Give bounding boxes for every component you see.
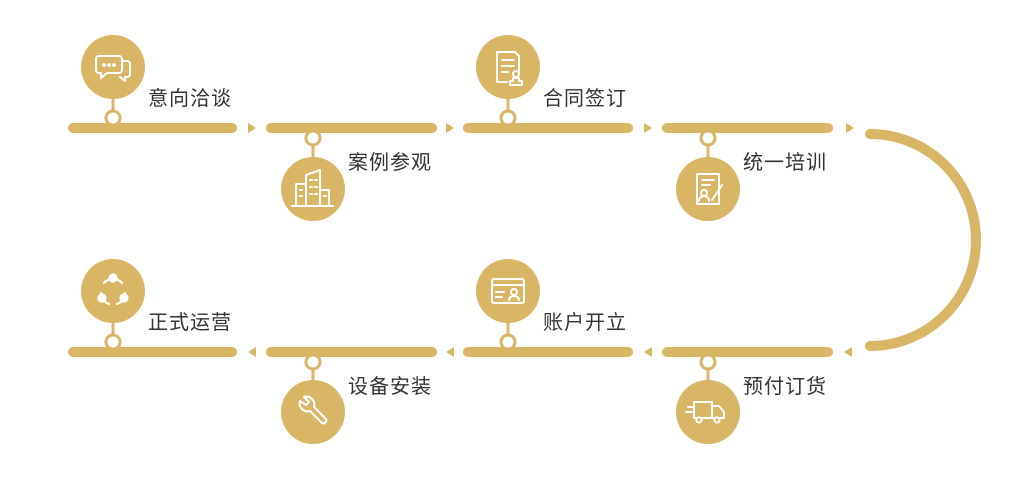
- connector-dot: [104, 333, 122, 351]
- step-label-dinghuo: 预付订货: [743, 374, 827, 398]
- arrow-right-icon: [248, 123, 256, 133]
- step-label-yixiang: 意向洽谈: [148, 86, 232, 110]
- step-label-hetong: 合同签订: [543, 86, 627, 110]
- wrench-icon: [298, 395, 328, 425]
- contract-stamp-icon: [496, 51, 523, 86]
- step-node-peixun: [676, 129, 740, 221]
- arrow-left-icon: [844, 347, 852, 357]
- step-label-anzhuang: 设备安装: [348, 374, 432, 398]
- connector-dot: [499, 333, 517, 351]
- delivery-truck-icon: [685, 401, 725, 424]
- connector-dot: [304, 353, 322, 371]
- step-node-yixiang: [81, 35, 145, 127]
- connector-dot: [304, 129, 322, 147]
- step-circle: [676, 157, 740, 221]
- step-circle: [281, 380, 345, 444]
- step-label-yunying: 正式运营: [148, 310, 232, 334]
- step-node-dinghuo: [676, 353, 740, 444]
- step-label-anli: 案例参观: [348, 150, 432, 174]
- top-track: [68, 123, 854, 133]
- connector-dot: [699, 353, 717, 371]
- step-node-hetong: [476, 35, 540, 127]
- chat-bubbles-icon: [95, 55, 131, 82]
- step-node-anzhuang: [281, 353, 345, 444]
- step-node-zhanghu: [476, 259, 540, 351]
- arrow-left-icon: [644, 347, 652, 357]
- arrow-right-icon: [846, 123, 854, 133]
- connector-dot: [499, 109, 517, 127]
- arrow-left-icon: [446, 347, 454, 357]
- step-circle: [476, 259, 540, 323]
- bottom-track: [68, 347, 852, 357]
- step-label-peixun: 统一培训: [743, 150, 827, 174]
- arrow-left-icon: [248, 347, 256, 357]
- arrow-right-icon: [446, 123, 454, 133]
- account-card-icon: [491, 278, 525, 304]
- u-turn-arc: [865, 129, 981, 351]
- step-node-yunying: [81, 259, 145, 351]
- step-circle: [676, 380, 740, 444]
- arrow-right-icon: [644, 123, 652, 133]
- step-circle: [81, 259, 145, 323]
- training-document-icon: [696, 173, 723, 205]
- step-circle: [281, 157, 345, 221]
- connector-dot: [699, 129, 717, 147]
- connector-dot: [104, 109, 122, 127]
- building-icon: [291, 169, 334, 207]
- step-label-zhanghu: 账户开立: [543, 310, 627, 334]
- step-node-anli: [281, 129, 345, 221]
- cycle-nodes-icon: [97, 273, 129, 306]
- step-circle: [81, 35, 145, 99]
